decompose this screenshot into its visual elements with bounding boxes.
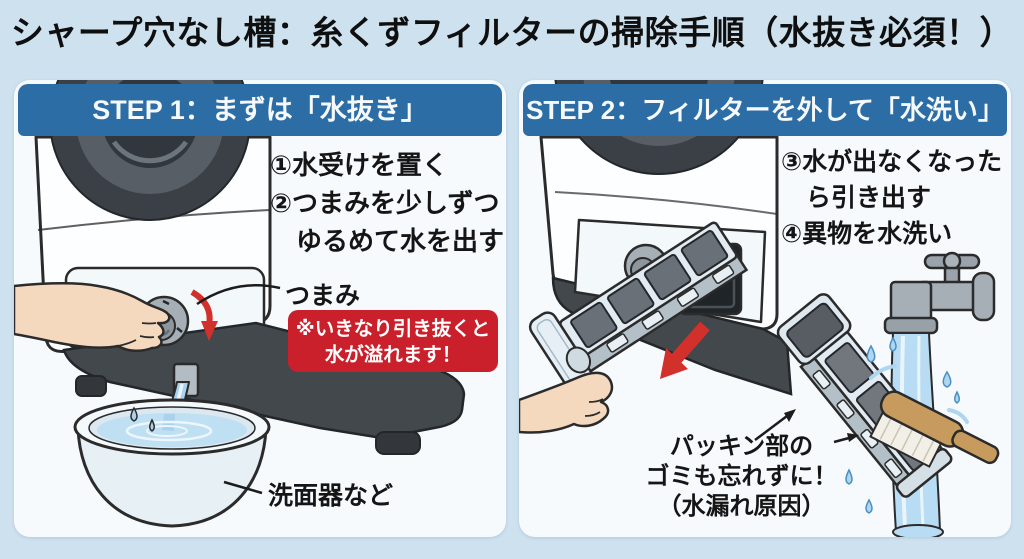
filter-grip: [565, 346, 592, 374]
filter-mesh-cell: [570, 301, 618, 349]
step1-panel: STEP 1：まずは「水抜き」: [14, 80, 506, 537]
warning-line-1: ※いきなり引き抜くと: [295, 318, 491, 340]
splash-droplets: [845, 336, 969, 514]
step1-instruction-2-cont: ゆるめて水を出す: [296, 226, 505, 256]
gasket-note: パッキン部の ゴミも忘れずに！ （水漏れ原因）: [619, 432, 864, 522]
basin-label: 洗面器など: [268, 482, 394, 510]
step2-instruction-3-cont: ら引き出す: [806, 184, 932, 212]
filter-mesh-cell: [643, 253, 692, 301]
warning-box: ※いきなり引き抜くと 水が溢れます！: [288, 310, 498, 372]
knob-label: つまみ: [285, 282, 361, 310]
faucet: [883, 251, 996, 335]
step1-instruction-2: ②つまみを少しずつ: [270, 188, 500, 218]
faucet-handle: [942, 251, 962, 271]
filter-gasket: [786, 302, 844, 358]
pull-arrow-red: [660, 321, 710, 379]
filter-pointer-arrow: [833, 433, 859, 444]
gasket-note-line-2: ゴミも忘れずに！: [645, 463, 838, 490]
page-title: シャープ穴なし槽：糸くずフィルターの掃除手順（水抜き必須！）: [10, 14, 1014, 51]
brush-handle: [951, 429, 1000, 465]
rotation-arrow-red: [190, 289, 218, 341]
gasket-note-line-3: （水漏れ原因）: [657, 493, 826, 520]
machine-foot-left: [75, 375, 107, 397]
step2-instruction-3: ③水が出なくなった: [781, 148, 1003, 176]
hand: [14, 282, 171, 352]
water-droplet: [149, 418, 155, 432]
step2-instructions: ③水が出なくなった ら引き出す ④異物を水洗い: [781, 144, 1002, 252]
step2-header: STEP 2：フィルターを外して「水洗い」: [523, 84, 1007, 136]
hand: [519, 371, 614, 434]
step2-panel: STEP 2：フィルターを外して「水洗い」: [519, 80, 1011, 537]
step1-instructions: ①水受けを置く ②つまみを少しずつ ゆるめて水を出す: [270, 146, 504, 260]
filter-mesh-cell: [680, 229, 729, 277]
knob-pointer-line: [196, 283, 281, 306]
filter-mesh-cell: [607, 277, 655, 325]
step2-instruction-4: ④異物を水洗い: [781, 220, 953, 248]
step1-instruction-1: ①水受けを置く: [270, 150, 449, 180]
basin-pointer-line: [223, 480, 263, 495]
gasket-pointer-arrow: [754, 409, 796, 441]
cleaning-brush: [869, 390, 1000, 468]
warning-line-2: 水が溢れます！: [324, 344, 462, 366]
gasket-note-line-1: パッキン部の: [669, 433, 814, 460]
basin: [73, 398, 271, 528]
water-droplet: [130, 406, 138, 422]
machine-foot-right: [375, 431, 421, 455]
filter-mesh-cell: [824, 342, 874, 394]
step1-header: STEP 1：まずは「水抜き」: [18, 84, 502, 136]
